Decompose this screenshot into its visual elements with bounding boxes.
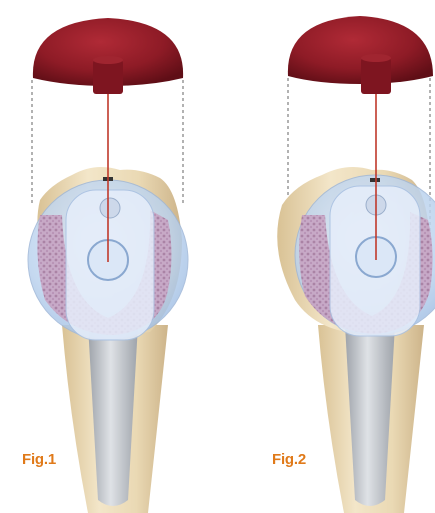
cap-peg (93, 60, 123, 94)
cap-peg-top (361, 54, 391, 62)
cap-peg-top (93, 56, 123, 64)
figure-2-label: Fig.2 (272, 451, 306, 468)
figure-1-label: Fig.1 (22, 451, 56, 468)
figure-2 (277, 16, 435, 513)
top-marker (370, 178, 380, 182)
implant-cap (288, 16, 433, 84)
upper-hole (100, 198, 120, 218)
figure-1 (28, 18, 188, 513)
cap-peg (361, 58, 391, 94)
